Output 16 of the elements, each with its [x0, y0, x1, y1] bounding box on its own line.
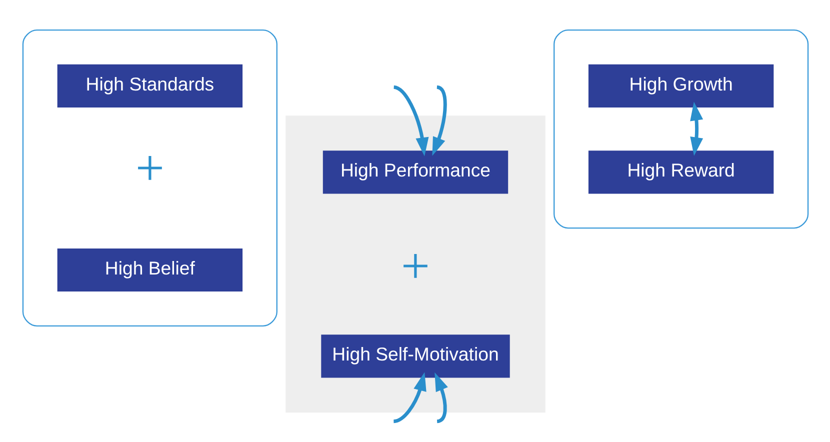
node-box: High Self-Motivation	[320, 334, 510, 378]
node-box: High Performance	[322, 150, 508, 194]
cluster	[22, 28, 277, 326]
label: +	[400, 238, 430, 295]
cluster	[285, 115, 545, 412]
node-box: High Reward	[588, 150, 774, 194]
node-box: High Belief	[56, 248, 242, 292]
arrow	[690, 101, 703, 156]
arrow	[432, 84, 446, 156]
node-box: High Growth	[588, 64, 774, 108]
arrow	[392, 84, 428, 156]
label: +	[134, 140, 164, 197]
arrow	[392, 372, 426, 423]
node-box: High Standards	[56, 64, 242, 108]
cluster	[553, 28, 808, 228]
arrow	[434, 372, 448, 423]
